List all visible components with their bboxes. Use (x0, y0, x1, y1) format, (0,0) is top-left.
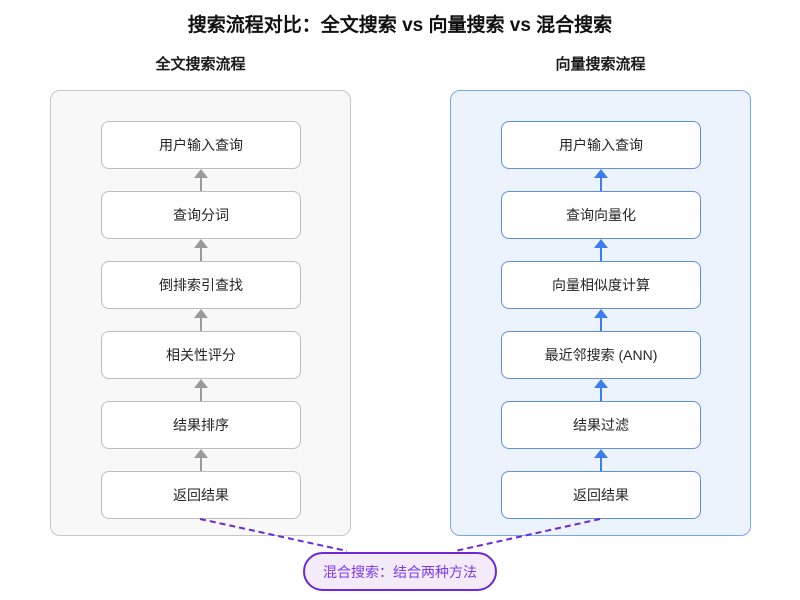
fulltext-step-relevance-score: 相关性评分 (101, 331, 301, 379)
hybrid-search-node: 混合搜索：结合两种方法 (303, 552, 497, 591)
vector-step-vectorize: 查询向量化 (501, 191, 701, 239)
diagram-title: 搜索流程对比：全文搜索 vs 向量搜索 vs 混合搜索 (187, 15, 613, 36)
up-arrow-icon (194, 169, 208, 191)
vector-step-filter: 结果过滤 (501, 401, 701, 449)
vector-flow-header: 向量搜索流程 (555, 56, 646, 73)
up-arrow-icon (594, 449, 608, 471)
fulltext-step-return-results: 返回结果 (101, 471, 301, 519)
up-arrow-icon (594, 309, 608, 331)
fulltext-step-rank-results: 结果排序 (101, 401, 301, 449)
vector-step-ann-search: 最近邻搜索 (ANN) (501, 331, 701, 379)
vector-step-similarity: 向量相似度计算 (501, 261, 701, 309)
up-arrow-icon (194, 239, 208, 261)
up-arrow-icon (594, 169, 608, 191)
fulltext-step-inverted-index: 倒排索引查找 (101, 261, 301, 309)
up-arrow-icon (194, 379, 208, 401)
up-arrow-icon (194, 449, 208, 471)
up-arrow-icon (594, 239, 608, 261)
vector-step-user-input: 用户输入查询 (501, 121, 701, 169)
vector-flow-container: 用户输入查询 查询向量化 向量相似度计算 最近邻搜索 (ANN) 结果过滤 返回… (450, 90, 751, 536)
up-arrow-icon (194, 309, 208, 331)
fulltext-step-tokenize: 查询分词 (101, 191, 301, 239)
fulltext-flow-header: 全文搜索流程 (155, 56, 246, 73)
fulltext-step-user-input: 用户输入查询 (101, 121, 301, 169)
up-arrow-icon (594, 379, 608, 401)
fulltext-flow-container: 用户输入查询 查询分词 倒排索引查找 相关性评分 结果排序 返回结果 (50, 90, 351, 536)
vector-step-return-results: 返回结果 (501, 471, 701, 519)
